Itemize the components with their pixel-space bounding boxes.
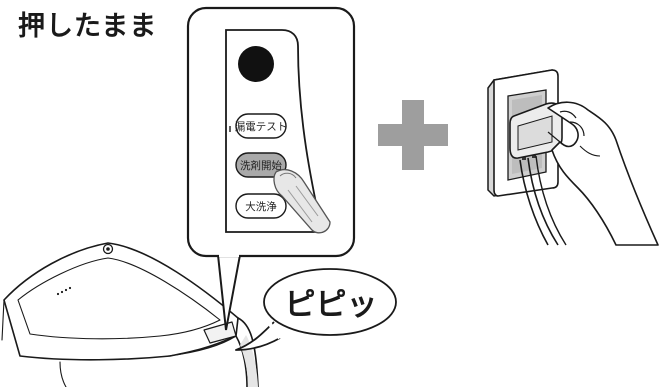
leak-test-button-label: 漏電テスト bbox=[235, 121, 288, 133]
power-plug-icon bbox=[487, 69, 659, 246]
hand-icon bbox=[547, 101, 659, 246]
beep-speech-bubble: ピピッ bbox=[235, 268, 397, 351]
detergent-start-button-label: 洗剤開始 bbox=[240, 159, 282, 172]
plus-sign-icon bbox=[378, 100, 448, 170]
seat-indicator-dots bbox=[56, 286, 72, 296]
detergent-start-button[interactable]: 洗剤開始 bbox=[235, 152, 287, 178]
panel-indicator-dot bbox=[238, 46, 274, 82]
control-panel-callout: 漏電テスト 洗剤開始 大洗浄 bbox=[186, 6, 356, 331]
big-wash-button[interactable]: 大洗浄 bbox=[235, 193, 287, 219]
beep-sound-text: ピピッ bbox=[285, 287, 378, 323]
big-wash-button-label: 大洗浄 bbox=[245, 200, 277, 213]
hold-instruction: 押したまま bbox=[18, 11, 158, 42]
pressing-hand-icon bbox=[273, 168, 331, 234]
toilet-seat-unit bbox=[1, 242, 259, 388]
leak-test-button[interactable]: 漏電テスト bbox=[235, 113, 288, 139]
